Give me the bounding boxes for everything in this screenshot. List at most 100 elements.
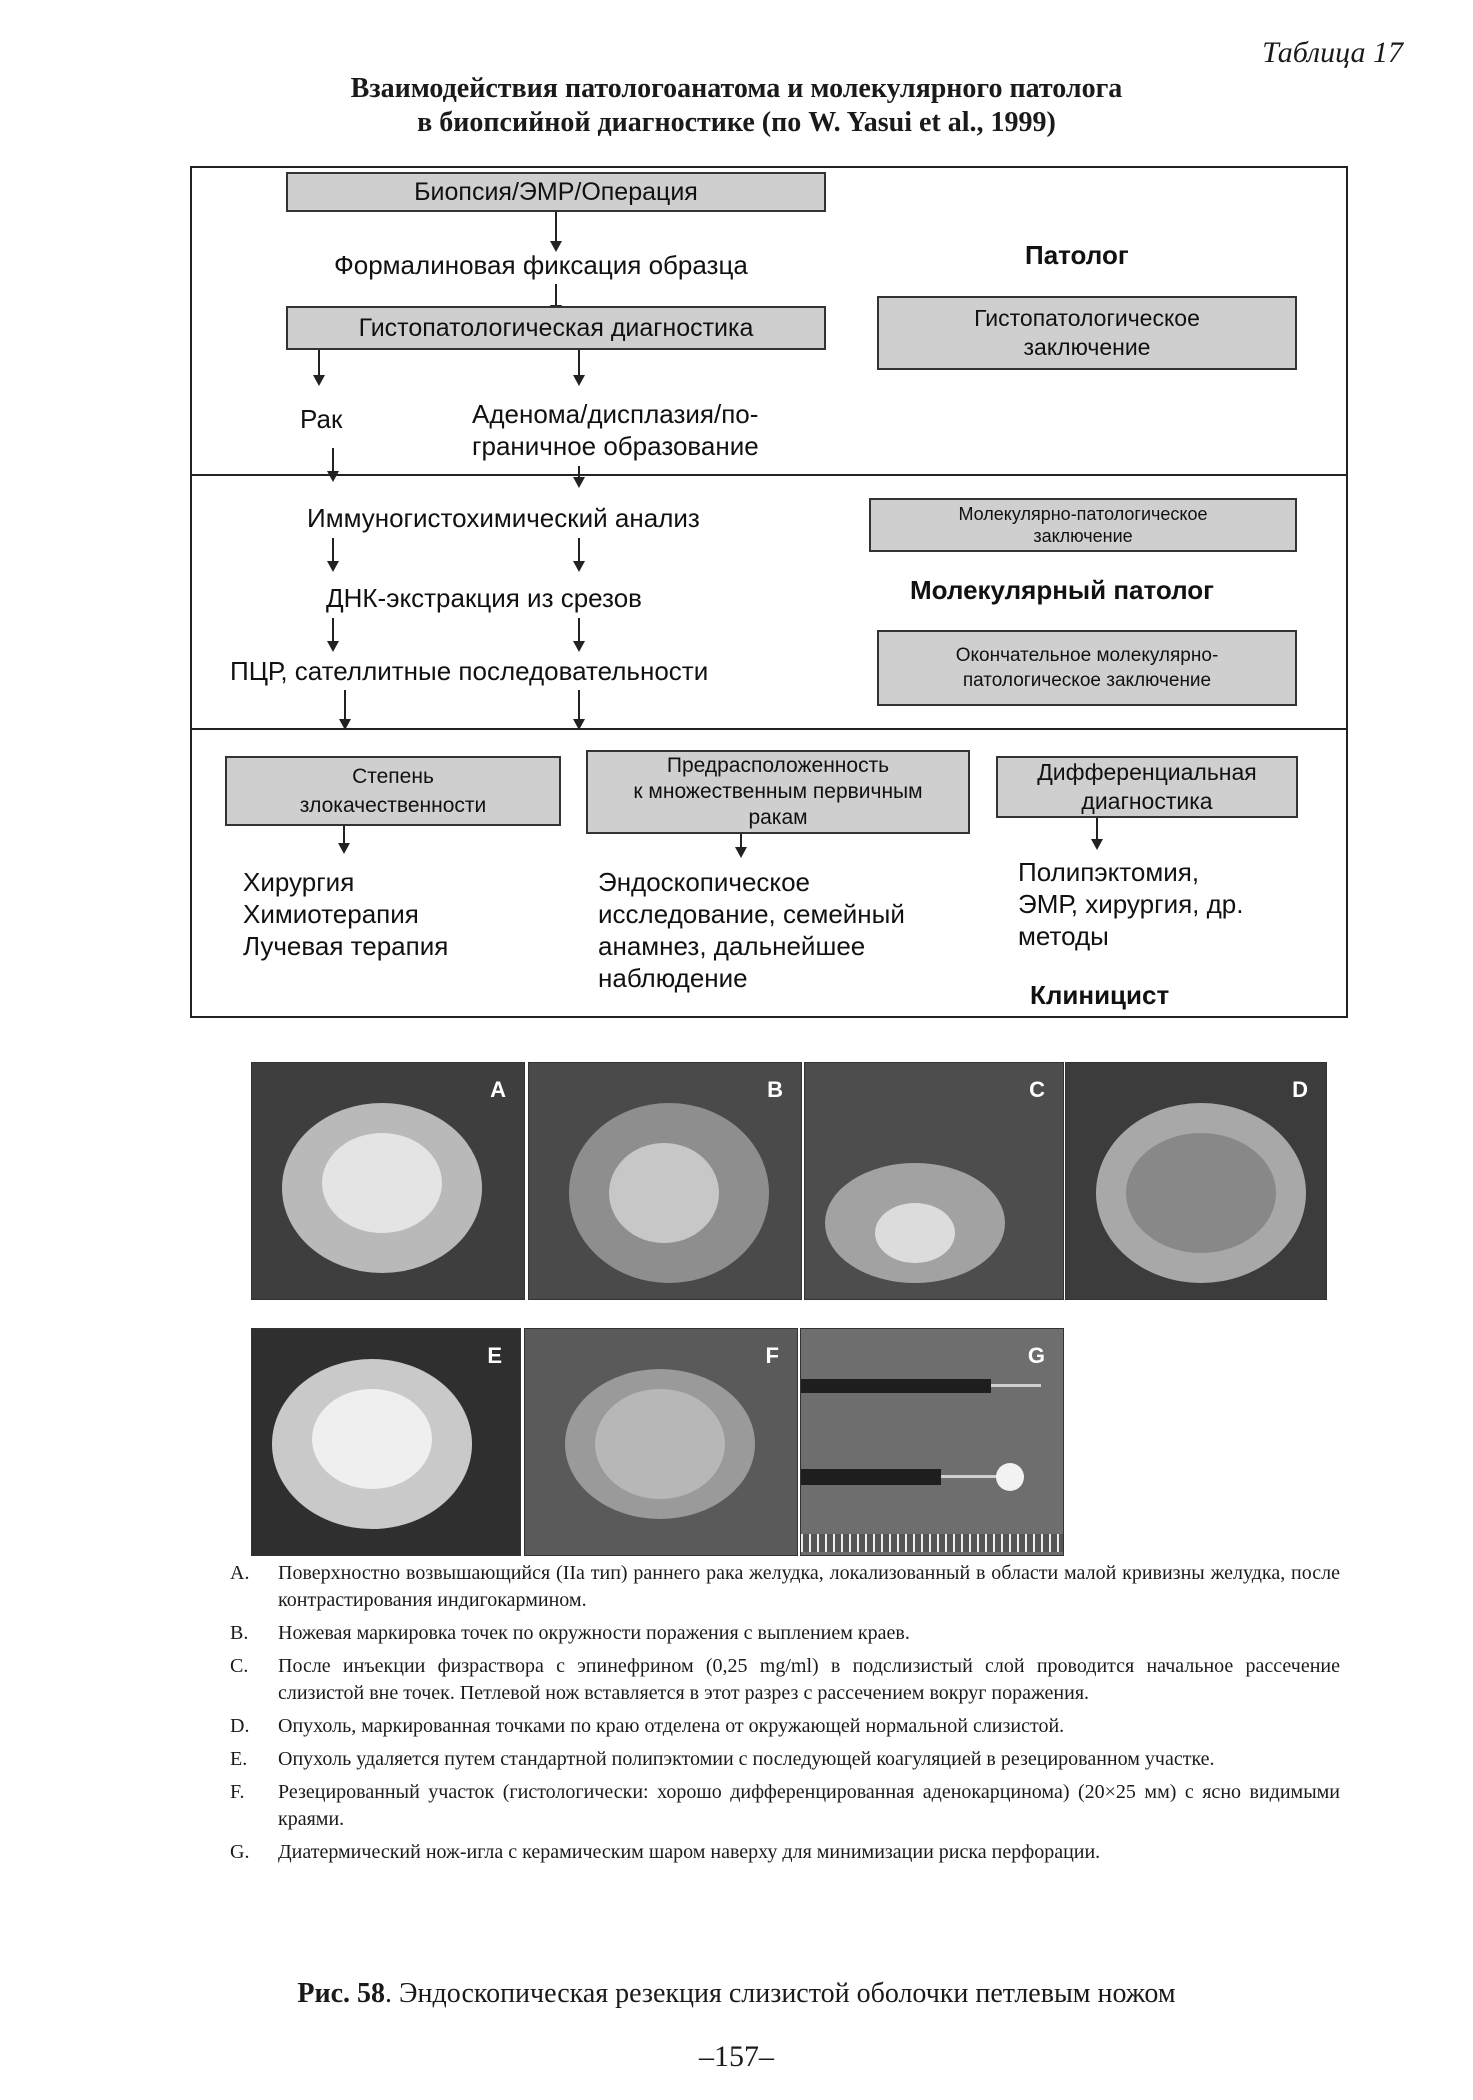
differential-line1: Дифференциальная — [1037, 759, 1257, 785]
arrow — [339, 690, 351, 730]
photo-label-g: G — [1027, 1343, 1045, 1368]
differential-box: Дифференциальная диагностика — [996, 756, 1298, 818]
arrow — [327, 538, 339, 572]
legend-item: E. Опухоль удаляется путем стандартной по… — [230, 1746, 1340, 1773]
photo-label-a: A — [490, 1077, 506, 1102]
arrow — [573, 538, 585, 572]
endoscopy-photo-g: G — [800, 1328, 1064, 1556]
role-molecular-pathologist: Молекулярный патолог — [910, 575, 1215, 605]
arrow — [550, 212, 562, 252]
dna-extraction-step: ДНК-экстракция из срезов — [326, 583, 642, 613]
predisposition-line3: ракам — [748, 806, 808, 829]
page-number: –157– — [699, 2040, 774, 2073]
table-label: Таблица 17 — [1262, 36, 1403, 69]
arrow — [550, 284, 562, 316]
role-clinician: Клиницист — [1030, 980, 1170, 1010]
figure-legend: A. Поверхностно возвышающийся (IIа тип) р… — [230, 1560, 1340, 1872]
legend-text: Диатермический нож-игла с керамическим ш… — [278, 1841, 1101, 1863]
grade-line2: злокачественности — [299, 794, 487, 817]
final-conclusion-box: Окончательное молекулярно- патологическо… — [877, 630, 1297, 706]
pcr-step: ПЦР, сателлитные последовательности — [230, 656, 709, 686]
legend-text: Опухоль удаляется путем стандартной поли… — [278, 1748, 1215, 1770]
biopsy-box-label: Биопсия/ЭМР/Операция — [414, 177, 698, 206]
arrow — [327, 448, 339, 482]
arrow — [573, 690, 585, 730]
legend-item: B. Ножевая маркировка точек по окружности… — [230, 1620, 1340, 1647]
legend-item: D. Опухоль, маркированная точками по краю… — [230, 1713, 1340, 1740]
arrow — [313, 350, 325, 386]
interaction-diagram — [190, 166, 1348, 1018]
legend-key: G. — [230, 1841, 250, 1863]
photo-label-e: E — [487, 1343, 502, 1368]
cancer-label: Рак — [300, 404, 343, 434]
legend-key: E. — [230, 1748, 248, 1770]
histo-conclusion-box: Гистопатологическое заключение — [877, 296, 1297, 370]
endoscopy-line1: Эндоскопическое — [598, 867, 810, 897]
photo-label-f: F — [765, 1343, 779, 1368]
polypectomy-line3: методы — [1018, 921, 1109, 951]
mol-conclusion-line2: заключение — [1033, 526, 1133, 546]
endoscopy-line4: наблюдение — [598, 963, 748, 993]
predisposition-line2: к множественным первичным — [633, 780, 923, 803]
photo-label-c: C — [1029, 1077, 1045, 1102]
therapy-surgery: Хирургия — [243, 867, 355, 897]
final-conclusion-line2: патологическое заключение — [962, 670, 1212, 691]
endoscopy-line2: исследование, семейный — [598, 899, 905, 929]
legend-text: Резецированный участок (гистологически: … — [278, 1781, 1340, 1830]
section-divider-1 — [190, 474, 1348, 476]
endoscopy-photo-b: B — [528, 1062, 802, 1300]
ihc-step: Иммуногистохимический анализ — [307, 503, 700, 533]
histo-conclusion-line2: заключение — [1023, 334, 1151, 360]
predisposition-box: Предрасположенность к множественным перв… — [586, 750, 970, 834]
legend-text: Опухоль, маркированная точками по краю о… — [278, 1715, 1065, 1737]
adenoma-label-line2: граничное образование — [472, 431, 759, 461]
mol-conclusion-line1: Молекулярно-патологическое — [958, 504, 1208, 524]
table-title-line2: в биопсийной диагностике (по W. Yasui et… — [417, 107, 1056, 138]
histopathology-box: Гистопатологическая диагностика — [286, 306, 826, 350]
legend-text: Поверхностно возвышающийся (IIа тип) ран… — [278, 1562, 1340, 1611]
biopsy-box: Биопсия/ЭМР/Операция — [286, 172, 826, 212]
arrow — [327, 618, 339, 652]
legend-key: D. — [230, 1715, 250, 1737]
legend-text: Ножевая маркировка точек по окружности п… — [278, 1622, 910, 1644]
predisposition-line1: Предрасположенность — [666, 754, 890, 777]
grade-box: Степень злокачественности — [225, 756, 561, 826]
endoscopy-photo-a: A — [251, 1062, 525, 1300]
arrow — [573, 466, 585, 488]
legend-key: B. — [230, 1622, 249, 1644]
histopathology-box-label: Гистопатологическая диагностика — [358, 313, 754, 342]
polypectomy-line2: ЭМР, хирургия, др. — [1018, 889, 1244, 919]
arrow — [573, 350, 585, 386]
legend-key: A. — [230, 1562, 250, 1584]
endoscopy-line3: анамнез, дальнейшее — [598, 931, 866, 961]
histo-conclusion-line1: Гистопатологическое — [974, 305, 1200, 331]
arrow — [338, 826, 350, 854]
photo-label-d: D — [1292, 1077, 1308, 1102]
table-title-line1: Взаимодействия патологоанатома и молекул… — [350, 73, 1123, 104]
final-conclusion-line1: Окончательное молекулярно- — [955, 645, 1219, 666]
polypectomy-line1: Полипэктомия, — [1018, 857, 1200, 887]
figure-caption-text: . Эндоскопическая резекция слизистой обо… — [385, 1978, 1176, 2009]
figure-caption-label: Рис. 58 — [297, 1978, 386, 2009]
endoscopy-photo-f: F — [524, 1328, 798, 1556]
role-pathologist: Патолог — [1025, 240, 1129, 270]
arrow — [1091, 818, 1103, 850]
arrow — [735, 834, 747, 858]
arrow — [573, 618, 585, 652]
legend-item: G. Диатермический нож-игла с керамическим… — [230, 1839, 1340, 1866]
figure-caption: Рис. 58. Эндоскопическая резекция слизис… — [0, 1978, 1473, 2010]
section-divider-2 — [190, 728, 1348, 730]
differential-line2: диагностика — [1081, 788, 1213, 814]
grade-line1: Степень — [352, 765, 434, 788]
legend-key: F. — [230, 1781, 245, 1803]
mol-conclusion-box: Молекулярно-патологическое заключение — [869, 498, 1297, 552]
legend-key: C. — [230, 1655, 249, 1677]
adenoma-label-line1: Аденома/дисплазия/по- — [472, 399, 759, 429]
therapy-chemo: Химиотерапия — [243, 899, 419, 929]
fixation-step: Формалиновая фиксация образца — [334, 250, 748, 280]
photo-label-b: B — [767, 1077, 783, 1102]
legend-item: C. После инъекции физраствора с эпинефрин… — [230, 1653, 1340, 1707]
legend-item: A. Поверхностно возвышающийся (IIа тип) р… — [230, 1560, 1340, 1614]
endoscopy-photo-c: C — [804, 1062, 1064, 1300]
legend-text: После инъекции физраствора с эпинефрином… — [278, 1655, 1340, 1704]
